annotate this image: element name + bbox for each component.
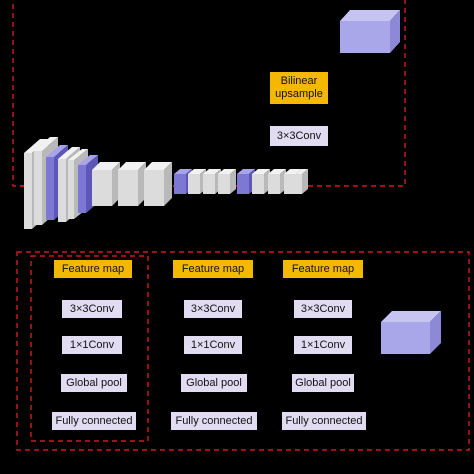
encoder-block-8 bbox=[118, 162, 146, 206]
branch-3-global-pool: Global pool bbox=[292, 374, 354, 392]
encoder-backbone bbox=[24, 137, 308, 229]
encoder-block-9 bbox=[144, 162, 172, 206]
branch-2-feature-map: Feature map bbox=[173, 260, 253, 278]
branches-dashed-frame bbox=[16, 251, 470, 451]
branch-1-dashed-frame bbox=[30, 255, 149, 442]
branch-2-conv3x3: 3×3Conv bbox=[184, 300, 242, 318]
branch-1-conv3x3: 3×3Conv bbox=[62, 300, 122, 318]
branch-3-fully-connected: Fully connected bbox=[282, 412, 366, 430]
branch-3-conv1x1: 1×1Conv bbox=[294, 336, 352, 354]
branch-1-global-pool: Global pool bbox=[61, 374, 127, 392]
top-conv3x3-label: 3×3Conv bbox=[270, 126, 328, 146]
branch-3-feature-map: Feature map bbox=[283, 260, 363, 278]
branch-3-conv3x3: 3×3Conv bbox=[294, 300, 352, 318]
output-cube-top bbox=[340, 10, 400, 53]
branch-1-conv1x1: 1×1Conv bbox=[62, 336, 122, 354]
branch-2-fully-connected: Fully connected bbox=[171, 412, 257, 430]
branch-2-conv1x1: 1×1Conv bbox=[184, 336, 242, 354]
output-cube-bottom bbox=[381, 311, 441, 354]
encoder-block-7 bbox=[92, 162, 120, 206]
branch-1-feature-map: Feature map bbox=[54, 260, 132, 278]
branch-1-fully-connected: Fully connected bbox=[52, 412, 136, 430]
bilinear-upsample-label: Bilinear upsample bbox=[270, 72, 328, 104]
encoder-small-blocks bbox=[174, 169, 308, 194]
branch-2-global-pool: Global pool bbox=[181, 374, 247, 392]
